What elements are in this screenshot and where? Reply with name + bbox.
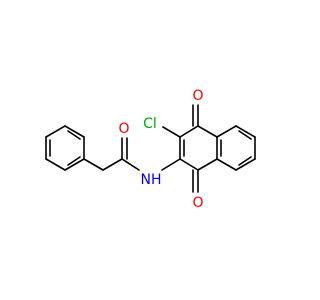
bond xyxy=(179,125,199,138)
phenyl-ring xyxy=(45,125,85,171)
bond xyxy=(45,125,66,138)
bond xyxy=(64,158,85,171)
bond xyxy=(235,125,256,138)
bond xyxy=(64,125,85,138)
bond xyxy=(162,126,181,138)
molecule-canvas: Cl O O O NH xyxy=(45,88,256,211)
oxygen-bottom-label: O xyxy=(192,195,203,211)
bond xyxy=(179,158,199,171)
bond xyxy=(235,158,256,171)
double-bond xyxy=(238,130,252,140)
double-bond xyxy=(67,130,81,140)
bond xyxy=(216,125,237,138)
double-bond xyxy=(238,156,252,166)
bond xyxy=(45,158,66,171)
bond xyxy=(102,158,123,171)
bond xyxy=(197,125,218,138)
benzo-ring xyxy=(216,125,256,171)
amide-nh-label: NH xyxy=(141,172,162,188)
bond xyxy=(197,158,218,171)
chlorine-label: Cl xyxy=(143,116,157,132)
oxygen-amide-label: O xyxy=(118,121,129,137)
double-bond xyxy=(67,156,81,166)
bond xyxy=(161,158,181,171)
bond xyxy=(83,158,104,171)
oxygen-top-label: O xyxy=(192,88,203,104)
bond xyxy=(121,158,140,171)
molecule-structure: Cl O O O NH xyxy=(45,88,256,211)
quinone-ring xyxy=(179,125,218,171)
bond xyxy=(216,158,237,171)
